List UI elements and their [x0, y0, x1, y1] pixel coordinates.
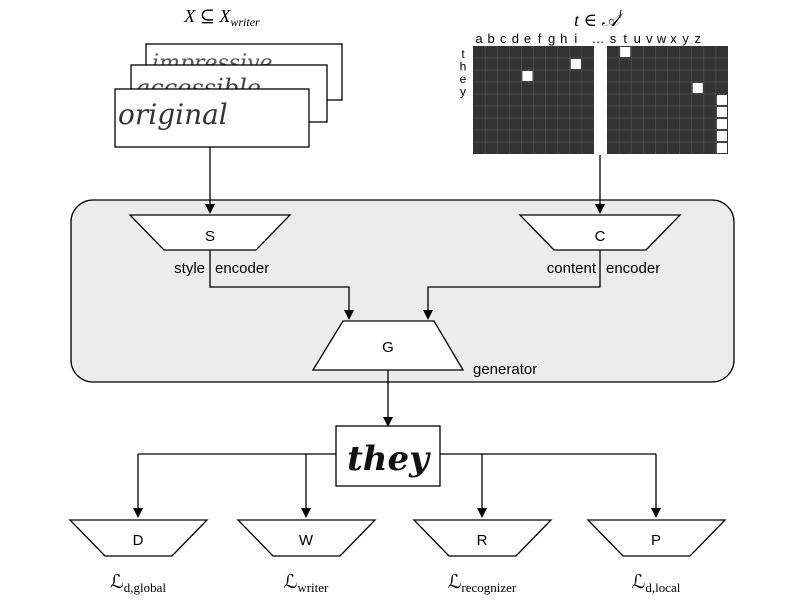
grid-cell-active	[716, 119, 727, 129]
loss-writer: ℒwriter	[284, 572, 329, 595]
alphabet-letter: s	[610, 31, 617, 46]
discriminator-w-symbol: W	[299, 532, 314, 549]
alphabet-letter: e	[524, 31, 531, 46]
arrow-content-encoder-to-generator	[423, 250, 601, 320]
discriminator-p-symbol: P	[651, 532, 661, 549]
content-encoder-symbol: C	[595, 228, 606, 245]
output-image-word: they	[347, 439, 431, 479]
alphabet-letter: v	[646, 31, 653, 46]
alphabet-letter: w	[656, 31, 667, 46]
style-encoder-symbol: S	[205, 228, 215, 245]
word-letter: t	[461, 47, 465, 61]
alphabet-letter: c	[500, 31, 507, 46]
loss-d-global: ℒd,global	[110, 572, 166, 595]
grid-cell-active	[716, 95, 727, 105]
discriminator-p-shape	[586, 519, 727, 557]
one-hot-grid	[473, 46, 728, 154]
discriminator-r-shape	[412, 519, 553, 557]
alphabet-letter: u	[634, 31, 641, 46]
grid-cell-active	[716, 143, 727, 153]
generator-symbol: G	[382, 339, 394, 356]
loss-recognizer: ℒrecognizer	[448, 572, 517, 595]
alphabet-letter: y	[682, 31, 689, 46]
style-encoder-caption-right: encoder	[215, 260, 269, 277]
alphabet-letter: t	[623, 31, 627, 46]
grid-cell-active	[522, 71, 533, 81]
style-image-stack: impressive accessible original	[114, 43, 343, 148]
style-encoder-caption-left: style	[174, 260, 205, 277]
output-image	[335, 425, 441, 487]
alphabet-letter: h	[560, 31, 567, 46]
alphabet-letter: i	[574, 31, 577, 46]
discriminator-w: W ℒwriter	[236, 519, 377, 595]
generator-shape	[311, 320, 465, 371]
alphabet-letter: d	[512, 31, 519, 46]
discriminator-d-symbol: D	[133, 532, 144, 549]
arrow-style-encoder-to-generator	[209, 250, 354, 320]
grid-cell-active	[620, 47, 631, 57]
discriminator-d: D ℒd,global	[68, 519, 209, 595]
word-letters-column: they	[460, 47, 467, 99]
alphabet-letter: …	[592, 31, 605, 46]
style-image-front	[114, 88, 310, 148]
content-label: t ∈ 𝒜l	[574, 7, 623, 30]
style-image-front-word: original	[118, 98, 228, 131]
content-encoder-caption-right: encoder	[606, 260, 660, 277]
alphabet-letter: x	[670, 31, 677, 46]
content-encoder-shape	[518, 214, 682, 251]
discriminator-r: R ℒrecognizer	[412, 519, 553, 595]
grid-cell-active	[570, 59, 581, 69]
alphabet-letter: g	[548, 31, 555, 46]
discriminator-d-shape	[68, 519, 209, 557]
word-letter: y	[460, 85, 466, 99]
grid-cell-active	[716, 131, 727, 141]
discriminator-r-symbol: R	[477, 532, 488, 549]
alphabet-letter: a	[475, 31, 483, 46]
content-encoder-caption-left: content	[547, 260, 597, 277]
word-letter: e	[460, 72, 467, 86]
loss-d-local: ℒd,local	[632, 572, 681, 595]
generator-caption: generator	[473, 361, 537, 378]
style-encoder-shape	[128, 214, 292, 251]
alphabet-letter: b	[488, 31, 495, 46]
word-letter: h	[460, 60, 467, 74]
style-set-label: X ⊆ Xwriter	[183, 6, 260, 29]
alphabet-letter: z	[695, 31, 702, 46]
grid-cell-active	[716, 107, 727, 117]
grid-cell-active	[692, 83, 703, 93]
alphabet-letter: f	[538, 31, 542, 46]
discriminator-p: P ℒd,local	[586, 519, 727, 595]
discriminator-w-shape	[236, 519, 377, 557]
